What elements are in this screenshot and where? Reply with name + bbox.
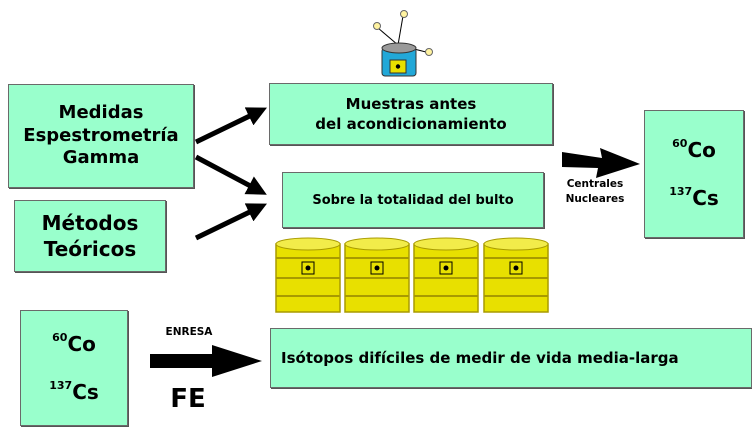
label-line: Centrales — [566, 178, 624, 190]
box-text: Sobre la totalidad del bulto — [312, 192, 514, 208]
label-line: Nucleares — [565, 193, 625, 206]
radioactive-sample-beaker-icon — [373, 10, 433, 77]
isotopes-left-box: 60Co 137Cs — [20, 310, 128, 426]
gamma-spectrometry-box: Medidas Espestrometría Gamma — [8, 84, 194, 188]
box-line: Teóricos — [43, 237, 137, 261]
isotope-co60: 60Co — [52, 331, 96, 356]
box-line: del acondicionamiento — [315, 115, 507, 133]
isotopes-right-box: 60Co 137Cs — [644, 110, 744, 238]
isotope-cs137: 137Cs — [669, 185, 719, 210]
arrow-theory-to-package — [194, 203, 268, 241]
box-line: Espestrometría — [23, 124, 179, 146]
samples-box: Muestras antes del acondicionamiento — [269, 83, 553, 145]
radioactive-waste-drum-icon — [344, 237, 410, 313]
box-line: Gamma — [62, 147, 140, 169]
box-line: Muestras antes — [345, 94, 477, 113]
box-text: Isótopos difíciles de medir de vida medi… — [281, 349, 679, 367]
arrow-gamma-to-samples — [194, 107, 268, 145]
theoretical-methods-box: Métodos Teóricos — [14, 200, 166, 272]
package-box: Sobre la totalidad del bulto — [282, 172, 544, 228]
isotope-cs137: 137Cs — [49, 379, 99, 404]
nuclear-plants-label: Centrales Nucleares — [556, 177, 634, 207]
enresa-label: ENRESA — [165, 326, 213, 338]
radioactive-waste-drum-icon — [275, 237, 341, 313]
box-line: Medidas — [58, 102, 144, 124]
waste-drums — [275, 237, 549, 313]
arrow-gamma-to-package — [194, 154, 267, 195]
radioactive-waste-drum-icon — [413, 237, 479, 313]
isotope-co60: 60Co — [672, 137, 716, 162]
hard-isotopes-box: Isótopos difíciles de medir de vida medi… — [270, 328, 752, 388]
fe-label: FE — [170, 384, 206, 414]
arrow-enresa — [150, 345, 262, 377]
arrow-to-isotopes-right — [562, 148, 640, 178]
radioactive-waste-drum-icon — [483, 237, 549, 313]
box-line: Métodos — [41, 211, 139, 235]
